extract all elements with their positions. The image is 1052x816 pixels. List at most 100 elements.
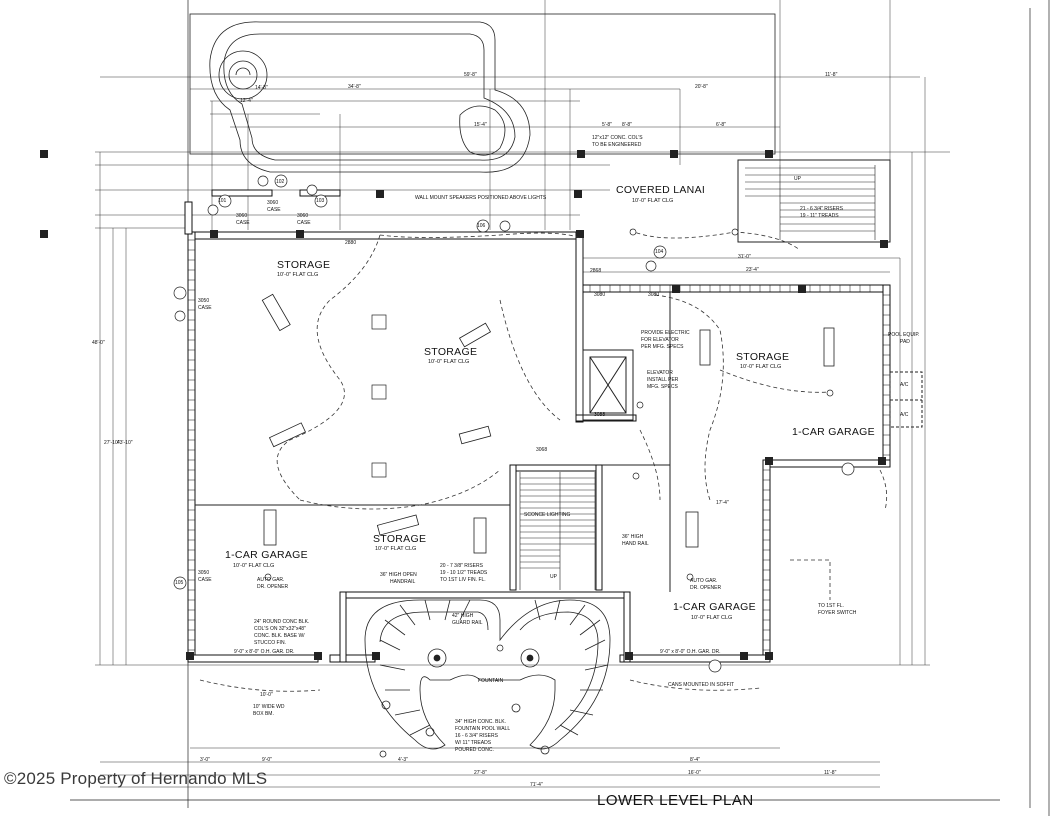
handrail-note: HANDRAIL <box>390 579 416 585</box>
dim-bot-4: 71'-4" <box>530 782 543 788</box>
pool-equip-note: POOL EQUIP. <box>888 332 920 338</box>
dim-left-1: 48'-0" <box>92 340 105 346</box>
lanai-up-label: UP <box>794 176 801 182</box>
round-col-note-2: COL'S ON 32"x32"x48" <box>254 626 306 632</box>
dim-top-6: 12'-4" <box>240 98 253 104</box>
round-col-note-3: CONC. BLK. BASE W/ <box>254 633 305 639</box>
door-3060-b: 3060 <box>267 200 279 206</box>
dim-left-2: 27'-10" <box>104 440 120 446</box>
speakers-note: WALL MOUNT SPEAKERS POSITIONED ABOVE LIG… <box>415 195 547 201</box>
auto-gar-west: AUTO GAR. <box>257 577 285 583</box>
storage-east-ceiling: 10'-0" FLAT CLG <box>740 364 782 370</box>
door-3080-b: 3080 <box>648 292 660 298</box>
dim-top-7: 5'-8" <box>602 122 612 128</box>
masonry-walls <box>184 189 891 663</box>
dim-bot-2: 16'-0" <box>688 770 701 776</box>
dim-bot-1: 27'-8" <box>474 770 487 776</box>
risers-note: 20 - 7 3/8" RISERS <box>440 563 483 569</box>
dim-top-1: 59'-8" <box>464 72 477 78</box>
garage-center-label: 1-CAR GARAGE <box>673 601 756 613</box>
garage-west-label: 1-CAR GARAGE <box>225 549 308 561</box>
round-col-note-1: 24" ROUND CONC BLK. <box>254 619 310 625</box>
auto-gar-center: AUTO GAR. <box>690 578 718 584</box>
tag-103: 103 <box>316 198 325 204</box>
tag-circles <box>173 174 855 673</box>
treads-note: 19 - 10 1/2" TREADS <box>440 570 488 576</box>
conc-cols-note: 12"x12" CONC. COL'S <box>592 135 643 141</box>
engineered-note: TO BE ENGINEERED <box>592 142 642 148</box>
box-bm-note-2: BOX BM. <box>253 711 274 717</box>
storage-center-ceiling: 10'-0" FLAT CLG <box>428 359 470 365</box>
door-case-c: CASE <box>297 220 311 226</box>
door-2880: 2880 <box>345 240 357 246</box>
columns <box>40 150 888 660</box>
dim-bot-3: 11'-8" <box>824 770 837 776</box>
plan-title: LOWER LEVEL PLAN <box>597 792 754 809</box>
per-mfg-note: PER MFG. SPECS <box>641 344 684 350</box>
ac-unit-1: A/C <box>900 382 909 388</box>
door-case-e: CASE <box>198 577 212 583</box>
door-2868: 2868 <box>590 268 602 274</box>
dim-top-3: 11'-8" <box>825 72 838 78</box>
elevator-note: ELEVATOR <box>647 370 673 376</box>
dim-bot-8: 8'-4" <box>690 757 700 763</box>
oh-door-west: 9'-0" x 8'-0" O.H. GAR. DR. <box>234 649 295 655</box>
to-1st-fl-note: TO 1ST FL. <box>818 603 844 609</box>
ac-unit-2: A/C <box>900 412 909 418</box>
hand-rail-note-2: HAND RAIL <box>622 541 649 547</box>
box-bm-note-1: 10" WIDE WD <box>253 704 285 710</box>
foyer-switch-note: FOYER SWITCH <box>818 610 857 616</box>
dim-top-2: 20'-8" <box>695 84 708 90</box>
fountain-label: FOUNTAIN <box>478 678 504 684</box>
tag-106: 106 <box>477 223 486 229</box>
dim-left-3: 43'-10" <box>117 440 133 446</box>
guard-rail-note-2: GUARD RAIL <box>452 620 483 626</box>
door-case-b: CASE <box>267 207 281 213</box>
lanai-stair <box>745 165 876 240</box>
dim-mid-3: 17'-4" <box>716 500 729 506</box>
fountain-wall-note-4: W/ 11" TREADS <box>455 740 492 746</box>
tag-101: 101 <box>218 198 227 204</box>
dim-bot-7: 4'-3" <box>398 757 408 763</box>
dr-opener-west: DR. OPENER <box>257 584 289 590</box>
storage-south-label: STORAGE <box>373 533 427 545</box>
garage-doors <box>261 293 835 554</box>
door-case-a: CASE <box>236 220 250 226</box>
dim-bot-5: 3'-0" <box>200 757 210 763</box>
dim-bot-6: 9'-0" <box>262 757 272 763</box>
tag-102: 102 <box>276 179 285 185</box>
cans-note: CANS MOUNTED IN SOFFIT <box>668 682 735 688</box>
fountain-wall-note-2: FOUNTAIN POOL WALL <box>455 726 511 732</box>
provide-electric-note: PROVIDE ELECTRIC <box>641 330 690 336</box>
dim-top-10: 6'-8" <box>716 122 726 128</box>
door-3088: 3088 <box>594 412 606 418</box>
tag-104: 104 <box>655 249 664 255</box>
storage-south-ceiling: 10'-0" FLAT CLG <box>375 546 417 552</box>
dim-mid-2: 23'-4" <box>746 267 759 273</box>
dim-top-5: 14'-8" <box>255 85 268 91</box>
dim-top-8: 15'-4" <box>474 122 487 128</box>
door-3060-a: 3060 <box>236 213 248 219</box>
garage-center-ceiling: 10'-0" FLAT CLG <box>691 615 733 621</box>
dim-mid-4: 10'-0" <box>260 692 273 698</box>
lanai-risers-note: 21 - 6 3/4" RISERS <box>800 206 843 212</box>
guard-rail-note: 42" HIGH <box>452 613 474 619</box>
dr-opener-center: DR. OPENER <box>690 585 722 591</box>
covered-lanai-label: COVERED LANAI <box>616 184 706 196</box>
to-1st-liv-note: TO 1ST LIV FIN. FL. <box>440 577 486 583</box>
storage-west-ceiling: 10'-0" FLAT CLG <box>277 272 319 278</box>
interior-walls <box>195 159 923 592</box>
fountain-wall-note-5: POURED CONC. <box>455 747 494 753</box>
door-3080-a: 3080 <box>594 292 606 298</box>
door-3050-b: 3050 <box>198 570 210 576</box>
watermark: ©2025 Property of Hernando MLS <box>4 769 268 788</box>
fixtures <box>264 228 834 652</box>
door-case-d: CASE <box>198 305 212 311</box>
dim-top-9: 8'-8" <box>622 122 632 128</box>
curved-stairs <box>364 599 611 758</box>
storage-east-label: STORAGE <box>736 351 790 363</box>
door-3068: 3068 <box>536 447 548 453</box>
round-col-note-4: STUCCO FIN. <box>254 640 286 646</box>
stair-up-label: UP <box>550 574 557 580</box>
